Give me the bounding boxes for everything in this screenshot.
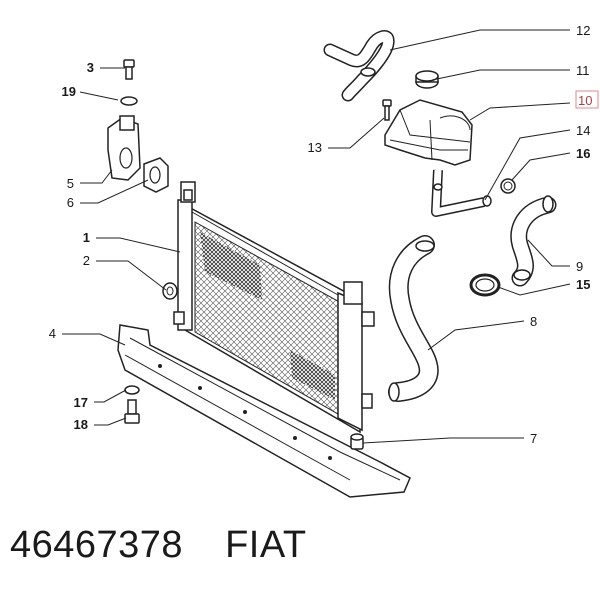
callout-18: 18 (74, 417, 88, 432)
callout-labels: 3 19 5 6 1 2 4 17 18 12 11 10 13 14 16 9… (49, 23, 593, 446)
callout-12: 12 (576, 23, 590, 38)
hose-clamp-15 (469, 273, 501, 297)
small-hose (510, 195, 557, 287)
tank-cap-11 (415, 70, 439, 89)
callout-6: 6 (67, 195, 74, 210)
callout-8: 8 (530, 314, 537, 329)
callout-7: 7 (530, 431, 537, 446)
callout-9: 9 (576, 259, 583, 274)
callout-1: 1 (83, 230, 90, 245)
hose-clamp-16 (500, 178, 516, 194)
callout-13: 13 (308, 140, 322, 155)
part-number: 46467378 (10, 524, 184, 566)
bolt-18 (124, 399, 140, 424)
rubber-bush (143, 157, 169, 193)
expansion-tank (384, 99, 473, 166)
washer-19 (120, 96, 138, 106)
washer-17 (124, 385, 140, 395)
callout-2: 2 (83, 253, 90, 268)
callout-15: 15 (576, 277, 590, 292)
callout-4: 4 (49, 326, 56, 341)
cross-member (117, 324, 411, 498)
upper-hose (323, 30, 395, 102)
callout-11: 11 (576, 63, 590, 78)
callout-3: 3 (87, 60, 94, 75)
tank-pipe (431, 169, 492, 217)
brand-name: FIAT (225, 524, 307, 566)
caption: 46467378 FIAT (10, 524, 307, 567)
screw-3 (123, 59, 135, 80)
drain-plug-7 (350, 433, 364, 450)
highlight-box (575, 90, 599, 109)
callout-14: 14 (576, 123, 590, 138)
callout-10: 10 (578, 93, 592, 108)
mounting-bracket (107, 115, 141, 181)
callout-16: 16 (576, 146, 590, 161)
screw-13 (382, 99, 392, 121)
grommet-2 (162, 282, 178, 300)
radiator (173, 181, 375, 434)
lower-hose (388, 235, 439, 402)
callout-17: 17 (74, 395, 88, 410)
leader-lines (62, 29, 571, 444)
callout-19: 19 (62, 84, 76, 99)
callout-5: 5 (67, 176, 74, 191)
